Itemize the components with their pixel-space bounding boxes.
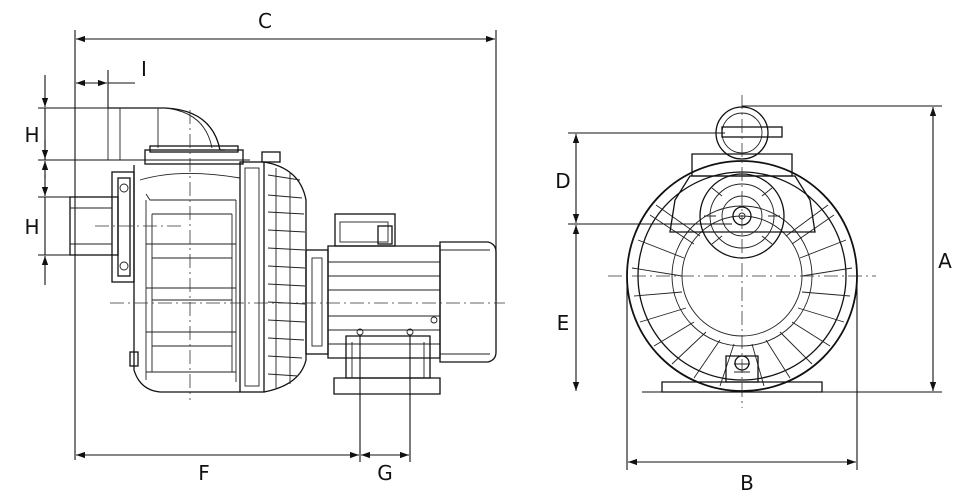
f-g-extension-lines (359, 336, 411, 462)
label-h-bottom: H (24, 215, 39, 239)
inlet-flange (69, 171, 135, 283)
side-view (69, 107, 505, 400)
c-extension-lines (74, 30, 497, 460)
d-e-extension-lines (568, 132, 732, 225)
front-dimensions: A D E B (555, 105, 952, 495)
label-b: B (740, 471, 754, 495)
pump-body (239, 151, 307, 393)
side-dimensions: C I H H F G (24, 9, 497, 485)
label-e: E (557, 311, 570, 335)
label-h-top: H (24, 123, 39, 147)
label-i: I (141, 57, 147, 81)
label-f: F (198, 461, 210, 485)
label-g: G (377, 461, 393, 485)
label-c: C (258, 9, 272, 33)
a-extension-lines (642, 105, 942, 393)
front-view (608, 95, 876, 408)
motor (305, 213, 497, 363)
h-extension-lines (38, 107, 250, 256)
b-extension-lines (626, 276, 858, 470)
label-a: A (938, 249, 952, 273)
inlet-elbow (107, 107, 225, 160)
strainer-housing (129, 145, 244, 393)
label-d: D (555, 169, 570, 193)
motor-foot (333, 328, 441, 395)
